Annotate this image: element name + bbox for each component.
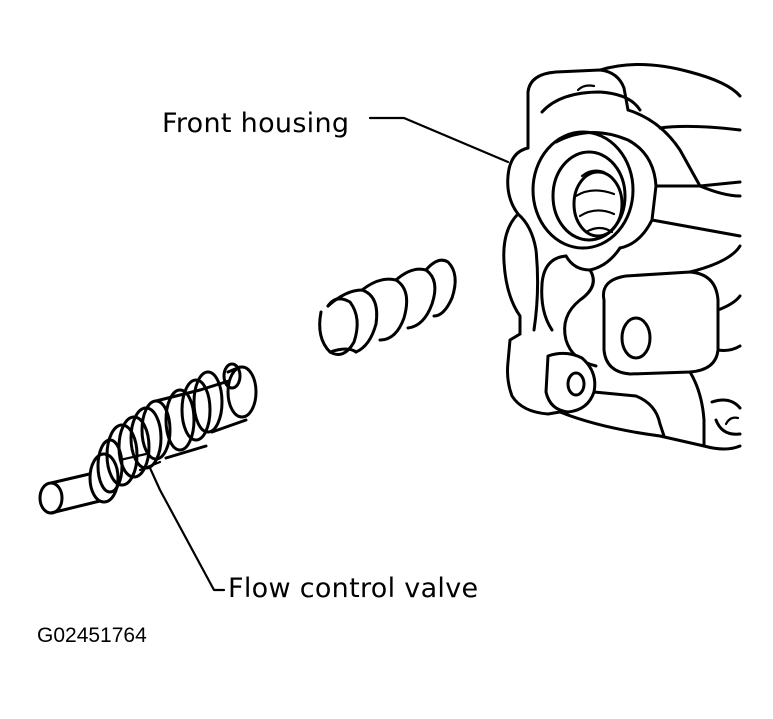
flow-control-valve-drawing (38, 362, 258, 515)
valve-spring-drawing (318, 258, 457, 356)
flow-control-valve-leader-line (148, 466, 226, 592)
front-housing-callout: Front housing (162, 108, 350, 139)
front-housing-leader-line (368, 116, 510, 164)
figure-code: G02451764 (37, 624, 147, 647)
flow-control-valve-callout: Flow control valve (228, 573, 479, 604)
front-housing-drawing (502, 63, 742, 451)
